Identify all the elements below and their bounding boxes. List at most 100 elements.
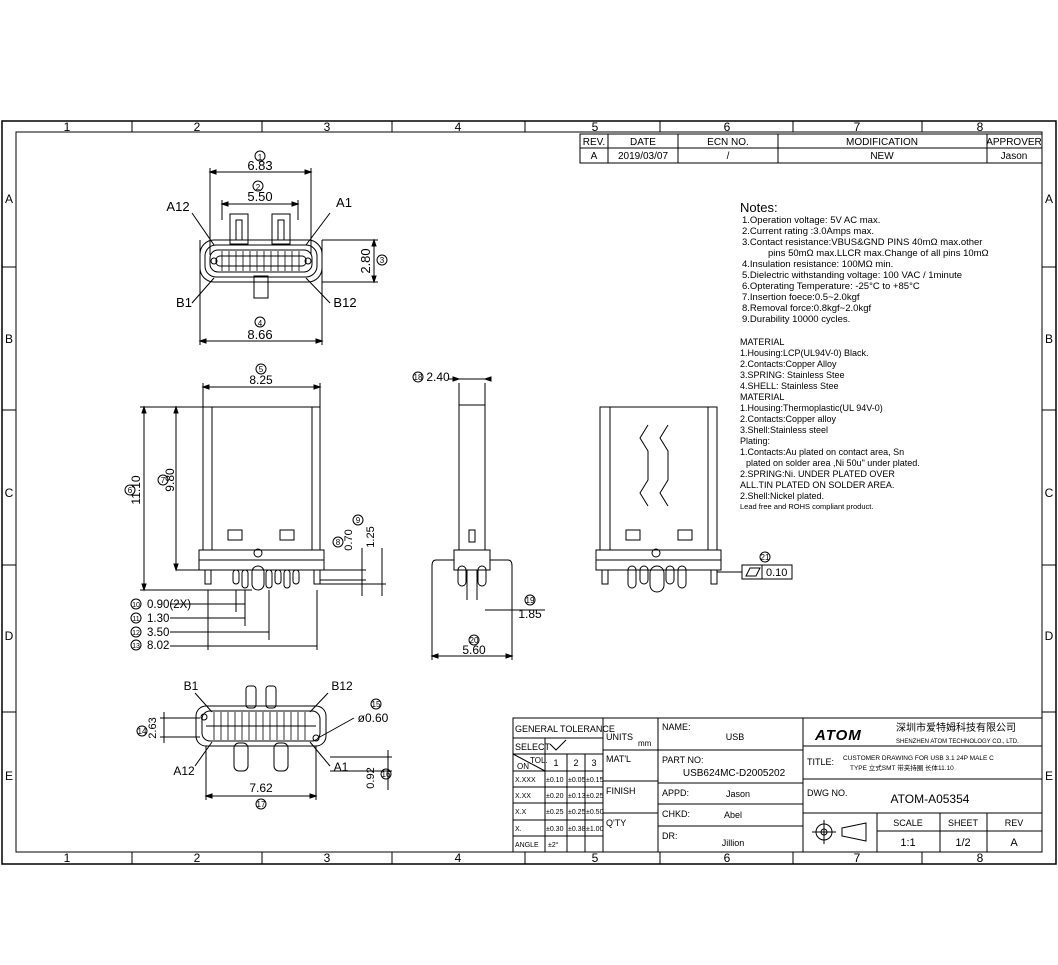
ecn-header: ECN NO.: [707, 137, 749, 148]
ecn-value: /: [727, 151, 730, 162]
row-label: E: [1045, 769, 1053, 783]
bottom-view-labels: B1 B12 A12 A1 14 2.63 15 ø0.60 16 0.92 7…: [138, 679, 391, 809]
col-label: 8: [977, 851, 984, 865]
dr-label: DR:: [662, 831, 678, 841]
tol-col: 2: [573, 758, 578, 768]
material-line: 4.SHELL: Stainless Stee: [740, 381, 839, 391]
dim-bubble: 10: [132, 602, 140, 609]
title-block-text: GENERAL TOLERANCE SELECT ON TOL. 1 2 3 X…: [515, 721, 1023, 849]
column-labels: 1 2 3 4 5 6 7 8 1 2 3 4 5 6 7 8: [64, 120, 984, 865]
tol-value: ±0.25: [546, 809, 564, 816]
dim-value: 0.70: [343, 529, 355, 550]
rev-value: A: [1010, 837, 1018, 849]
material-line: ALL.TIN PLATED ON SOLDER AREA.: [740, 480, 894, 490]
dim-bubble: 6: [128, 486, 133, 495]
dim-value: 5.50: [247, 189, 272, 204]
row-label: D: [1045, 629, 1054, 643]
dim-bubble: 4: [258, 319, 263, 328]
dim-value: 2.80: [358, 248, 373, 273]
material-line: MATERIAL: [740, 392, 784, 402]
name-label: NAME:: [662, 722, 691, 732]
rear-view-labels: 21 0.10: [761, 553, 788, 579]
col-label: 7: [854, 851, 861, 865]
tol-label: TOL.: [530, 756, 548, 765]
company-name-en: SHENZHEN ATOM TECHNOLOGY CO., LTD.: [896, 739, 1019, 745]
col-label: 7: [854, 120, 861, 134]
pin-label: A12: [173, 764, 195, 778]
tol-row-label: X.XX: [515, 793, 531, 800]
dim-bubble: 12: [132, 630, 140, 637]
note-item: 1.Operation voltage: 5V AC max.: [742, 215, 880, 226]
row-label: A: [1045, 192, 1053, 206]
note-item: 4.Insulation resistance: 100MΩ min.: [742, 259, 893, 270]
chkd-label: CHKD:: [662, 809, 690, 819]
tol-value: ±0.05: [568, 777, 586, 784]
dim-value: 0.90(2X): [147, 599, 191, 611]
dim-bubble: 3: [380, 256, 385, 265]
approver-value: Jason: [1001, 151, 1028, 162]
tol-row-label: ANGLE: [515, 842, 539, 849]
col-label: 3: [324, 851, 331, 865]
title-value-line2: TYPE 立式SMT 带夹持圈 长体11.10: [850, 763, 954, 772]
part-no-value: USB624MC-D2005202: [683, 768, 786, 779]
units-value: mm: [638, 739, 652, 748]
notes-title: Notes:: [740, 200, 778, 215]
tol-row-label: X.: [515, 826, 522, 833]
note-item: pins 50mΩ max.LLCR max.Change of all pin…: [768, 248, 989, 259]
sheet-label: SHEET: [948, 818, 979, 828]
units-label: UNITS: [606, 732, 633, 742]
tol-row-label: X.X: [515, 809, 527, 816]
tol-value: ±2°: [548, 841, 559, 849]
part-no-label: PART NO:: [662, 755, 704, 765]
col-label: 4: [455, 120, 462, 134]
dim-bubble: 2: [256, 183, 261, 192]
dim-value: 2.40: [426, 370, 450, 384]
tol-value: ±0.50: [586, 809, 604, 816]
material-line: 2.Contacts:Copper alloy: [740, 414, 837, 424]
dim-bubble: 19: [526, 596, 535, 605]
tol-value: ±0.20: [546, 793, 564, 800]
dim-bubble: 11: [132, 616, 139, 623]
tol-value: ±0.25: [568, 809, 586, 816]
revision-table: REV. DATE ECN NO. MODIFICATION APPROVER …: [579, 133, 1043, 164]
col-label: 4: [455, 851, 462, 865]
rev-label: REV: [1005, 818, 1024, 828]
pin-label: B1: [176, 295, 192, 310]
col-label: 8: [977, 120, 984, 134]
chkd-value: Abel: [724, 810, 742, 820]
note-item: 7.Insertion foece:0.5~2.0kgf: [742, 292, 860, 303]
front-view: [191, 150, 388, 345]
dim-value: 1.25: [365, 526, 377, 547]
col-label: 3: [324, 120, 331, 134]
appd-value: Jason: [726, 789, 750, 799]
tol-value: ±0.25: [586, 793, 604, 800]
note-item: 3.Contact resistance:VBUS&GND PINS 40mΩ …: [742, 237, 982, 248]
dim-value: 3.50: [147, 627, 169, 639]
dr-value: Jillion: [722, 838, 745, 848]
tol-value: ±1.00: [586, 826, 604, 833]
note-item: 8.Removal force:0.8kgf~2.0kgf: [742, 303, 871, 314]
modification-header: MODIFICATION: [846, 137, 918, 148]
dwg-no-value: ATOM-A05354: [891, 792, 970, 806]
dim-bubble: 8: [336, 538, 341, 547]
dim-bubble: 14: [138, 727, 147, 736]
flatness-value: 0.10: [766, 567, 787, 579]
dim-bubble: 16: [382, 770, 391, 779]
material-line: 3.SPRING: Stainless Stee: [740, 370, 845, 380]
material-line: Lead free and ROHS compliant product.: [740, 502, 873, 511]
pin-label: A12: [166, 199, 189, 214]
col-label: 1: [64, 120, 71, 134]
dwg-no-label: DWG NO.: [807, 788, 848, 798]
tol-on-label: ON: [517, 762, 529, 771]
tol-value: ±0.30: [546, 826, 564, 833]
side-view: [412, 371, 545, 660]
dim-value: 2.63: [147, 717, 159, 738]
title-label: TITLE:: [807, 757, 834, 767]
company-name-cn: 深圳市爱特姆科技有限公司: [896, 721, 1016, 734]
tol-value: ±0.38: [568, 826, 586, 833]
row-label: C: [1045, 486, 1054, 500]
material-line: plated on solder area ,Ni 50u" under pla…: [746, 458, 920, 468]
tol-value: ±0.15: [586, 777, 604, 784]
dim-bubble: 20: [470, 636, 479, 645]
